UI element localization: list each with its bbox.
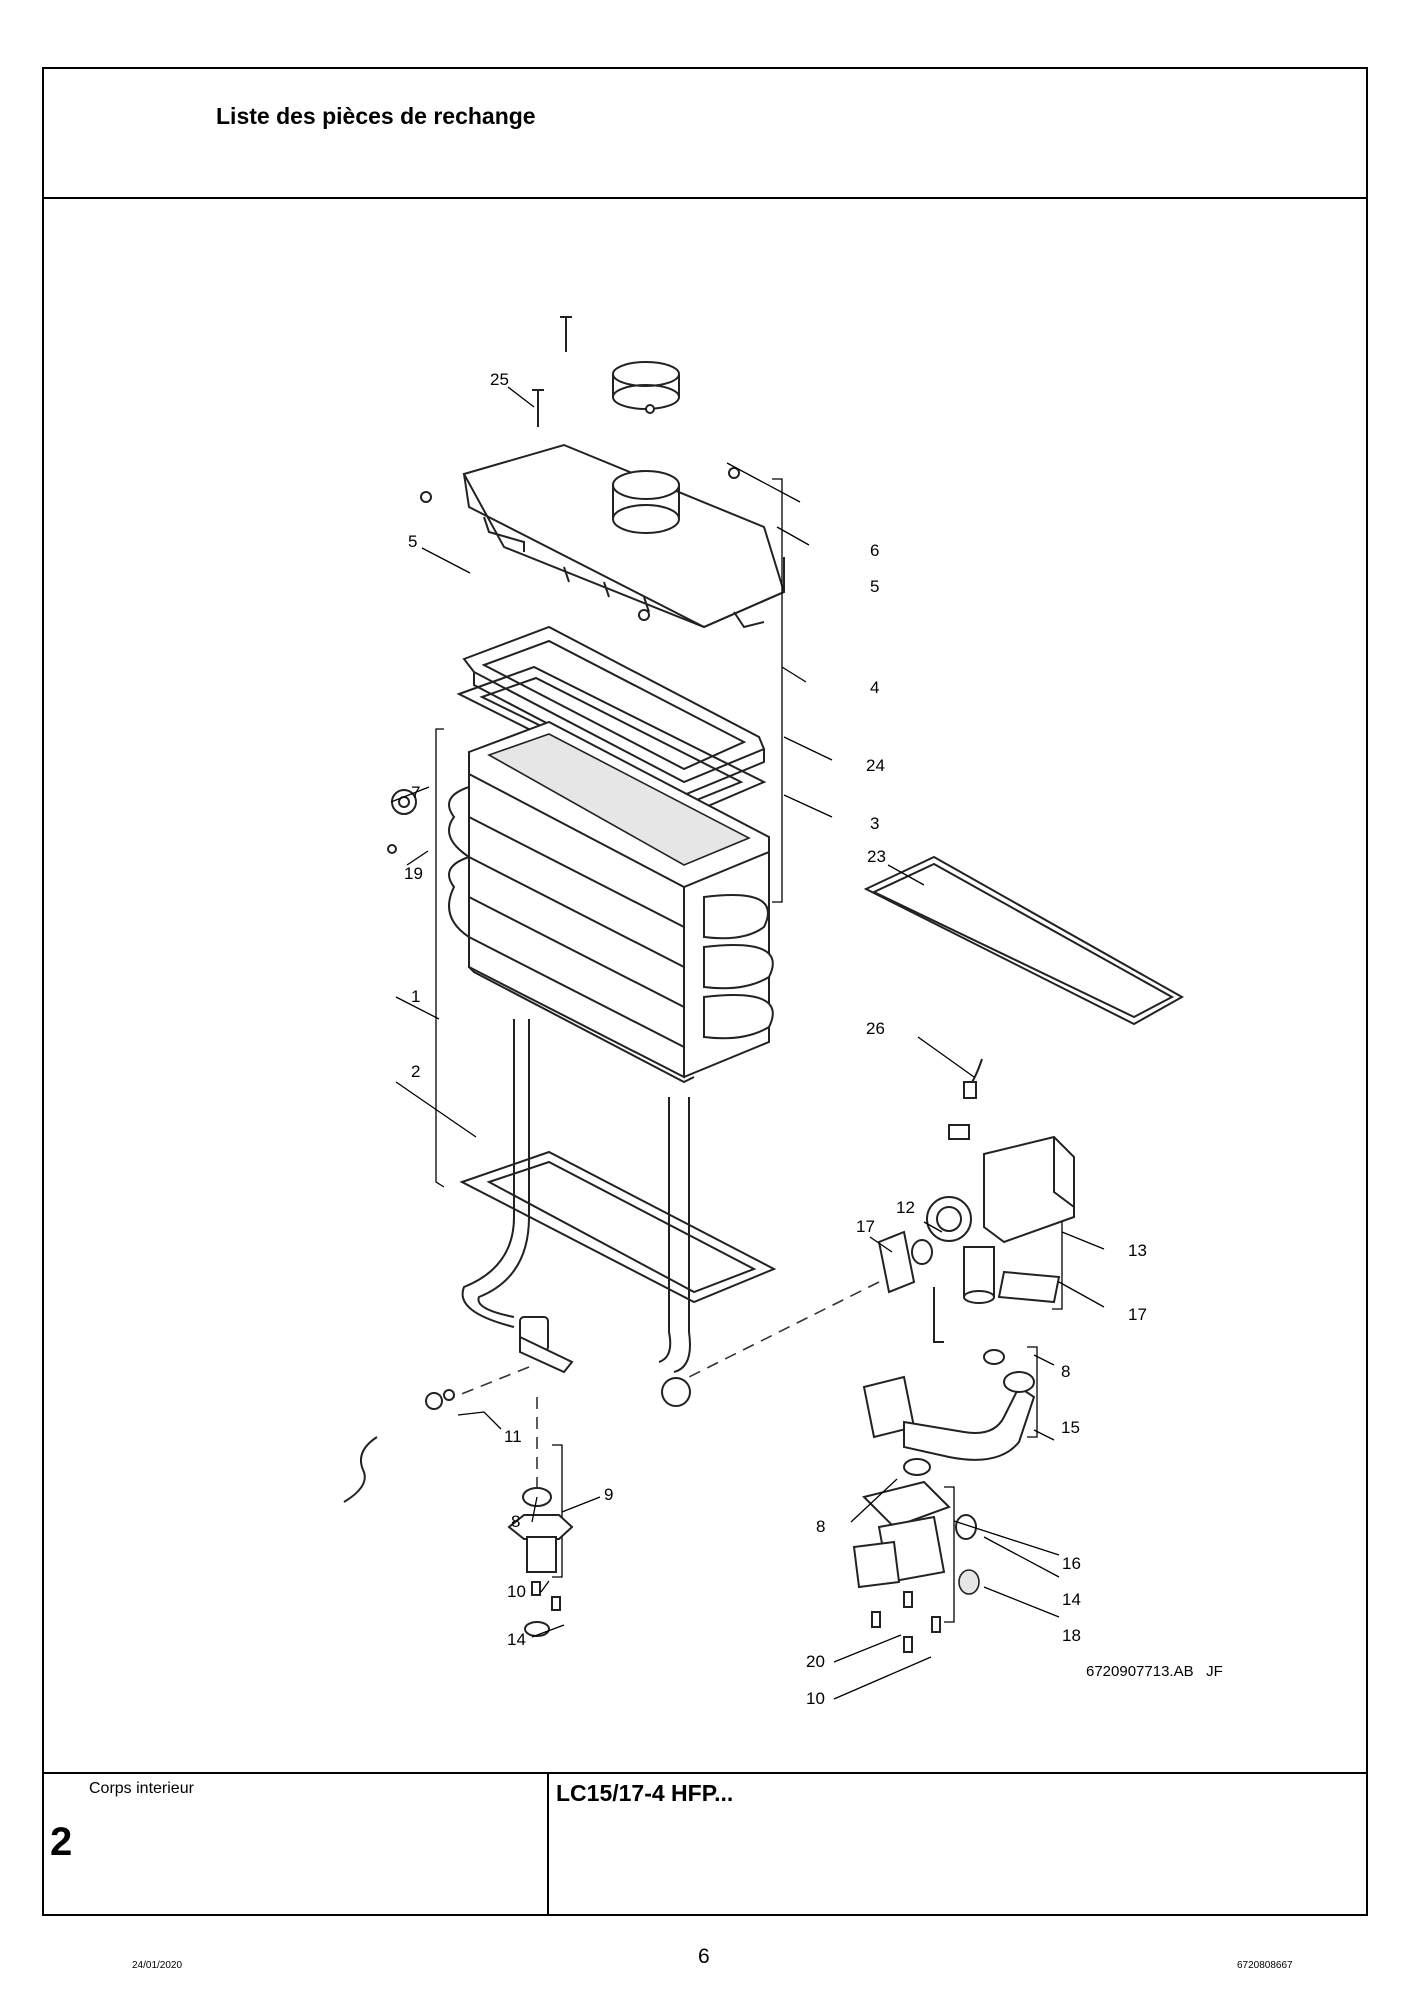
part-clip [877,1230,933,1294]
part-water-pipe [862,1349,1036,1461]
model-name: LC15/17-4 HFP... [556,1780,734,1806]
part-sensor [948,1058,983,1140]
callout-20: 20 [806,1652,825,1671]
callout-1: 1 [411,987,420,1006]
part-heat-exchanger [448,720,774,1084]
callout-23: 23 [867,847,886,866]
bracket-lines [435,478,1063,1623]
header-row: Liste des pièces de rechange [44,69,1366,199]
part-connector-9 [507,1487,574,1637]
section-number: 2 [50,1820,73,1864]
callout-15: 15 [1061,1418,1080,1437]
callout-6: 6 [870,541,879,560]
callout-3: 3 [870,814,879,833]
callout-13: 13 [1128,1241,1147,1260]
callout-17-right: 17 [1128,1305,1147,1324]
callout-14-left: 14 [507,1630,526,1649]
exploded-parts-drawing: 25 5 6 5 4 24 3 7 19 23 1 26 2 12 17 13 … [44,197,1366,1847]
callout-26: 26 [866,1019,885,1038]
part-bottom-frame [459,1019,777,1407]
callout-8-left: 8 [511,1512,520,1531]
callout-16: 16 [1062,1554,1081,1573]
callout-8-right: 8 [816,1517,825,1536]
callout-17-left: 17 [856,1217,875,1236]
footer-row: Corps interieur 2 LC15/17-4 HFP... [44,1772,1366,1914]
part-thermostat [387,789,417,854]
callout-7: 7 [411,783,420,802]
callout-5-left: 5 [408,532,417,551]
callout-10-right: 10 [806,1689,825,1708]
callout-19: 19 [404,864,423,883]
part-hood [462,443,786,629]
assembly-dashed-lines [453,1281,880,1487]
part-gas-valve [926,1135,1075,1343]
callout-12: 12 [896,1198,915,1217]
section-name: Corps interieur [89,1780,194,1797]
page-number: 6 [698,1945,710,1968]
callout-11: 11 [504,1427,522,1446]
page-frame: Liste des pièces de rechange [42,67,1368,1916]
callout-25: 25 [490,370,509,389]
callout-4: 4 [870,678,879,697]
part-screws-top [420,316,740,621]
callout-5-right: 5 [870,577,879,596]
callout-2: 2 [411,1062,420,1081]
part-flue-ring [612,361,680,410]
part-sensor-11 [343,1389,455,1503]
callout-18: 18 [1062,1626,1081,1645]
drawing-reference: 6720907713.AB JF [1086,1663,1223,1680]
document-id: 6720808667 [1237,1960,1293,1971]
page-title: Liste des pièces de rechange [216,103,536,129]
leader-lines [390,386,1105,1700]
callout-24: 24 [866,756,885,775]
print-date: 24/01/2020 [132,1960,183,1971]
footer-left-cell: Corps interieur 2 [44,1774,549,1914]
callout-9: 9 [604,1485,613,1504]
callout-10-left: 10 [507,1582,526,1601]
callout-8-top: 8 [1061,1362,1070,1381]
callout-14-right: 14 [1062,1590,1081,1609]
exploded-view-svg: 25 5 6 5 4 24 3 7 19 23 1 26 2 12 17 13 … [343,316,1185,1708]
callout-labels: 25 5 6 5 4 24 3 7 19 23 1 26 2 12 17 13 … [404,370,1147,1708]
part-water-valve [852,1458,980,1653]
part-gasket-23 [863,855,1185,1026]
